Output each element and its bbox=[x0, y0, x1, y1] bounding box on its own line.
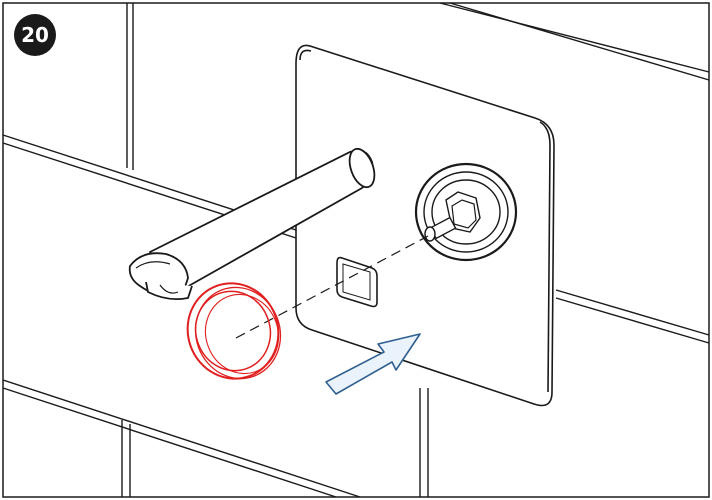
step-number-badge: 20 bbox=[14, 14, 56, 56]
step-number: 20 bbox=[21, 23, 49, 47]
seal-ring-icon bbox=[186, 282, 282, 380]
sensor-window-icon bbox=[336, 256, 378, 308]
valve-connector-icon bbox=[414, 162, 518, 262]
spout-icon bbox=[128, 147, 376, 301]
arrow-icon bbox=[325, 333, 421, 395]
